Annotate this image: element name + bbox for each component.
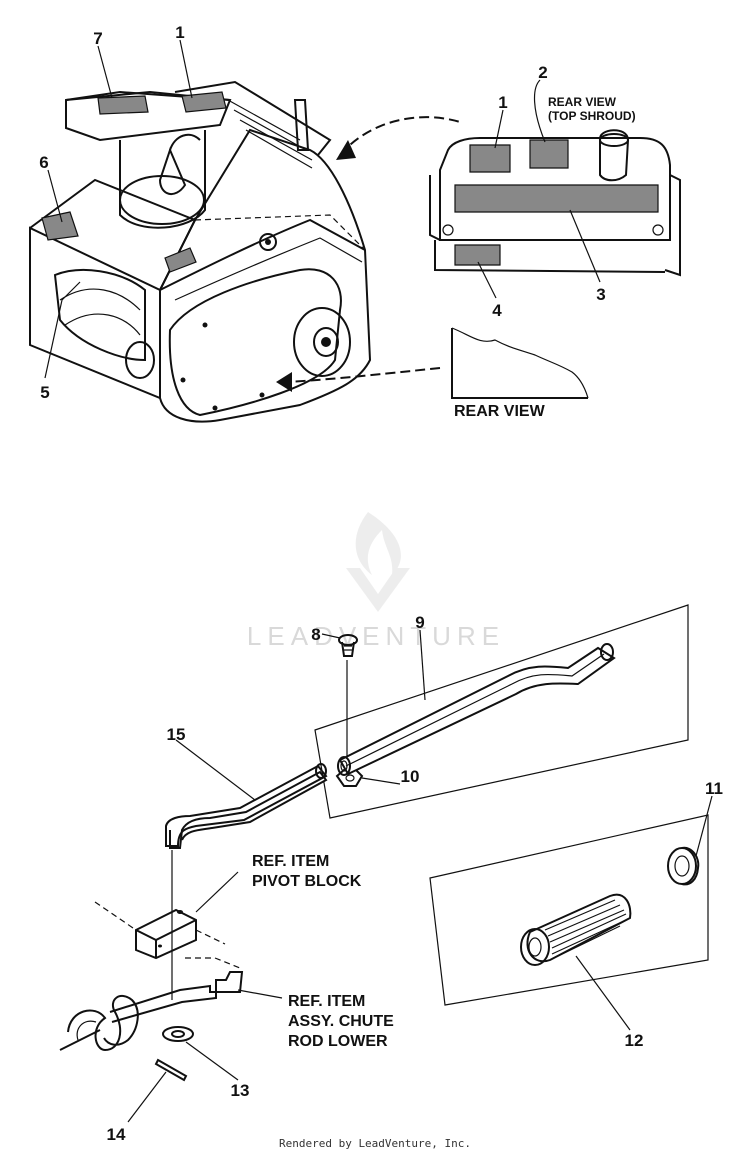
callout-11: 11 [705, 779, 723, 798]
screw-8-illustration [338, 634, 358, 762]
ref-pivot-label-line1: REF. ITEM [252, 853, 329, 870]
upper-chute-rod-9 [337, 643, 616, 776]
rod-group-box [314, 604, 689, 819]
rear-view-top-label-line2: (TOP SHROUD) [548, 109, 636, 123]
ref-chute-label-line2: ASSY. CHUTE [288, 1013, 394, 1030]
decal-4 [454, 244, 501, 266]
callout-14: 14 [107, 1125, 126, 1144]
chute-rod-lower-illustration [59, 957, 244, 1052]
callout-12: 12 [625, 1031, 644, 1050]
callout-9: 9 [415, 613, 424, 632]
rear-view-label: REAR VIEW [454, 403, 546, 420]
decal-1b [469, 144, 511, 173]
watermark-text: LEADVENTURE [247, 621, 505, 651]
grip-group-box [429, 814, 709, 1006]
pivot-block-illustration [94, 901, 226, 960]
decal-3 [454, 184, 659, 213]
callout-1-main: 1 [175, 23, 184, 42]
callout-8: 8 [311, 625, 320, 644]
callout-7: 7 [93, 29, 102, 48]
callout-2: 2 [538, 63, 547, 82]
callout-13: 13 [231, 1081, 250, 1100]
footer-credit: Rendered by LeadVenture, Inc. [279, 1137, 471, 1150]
snowthrower-illustration [29, 80, 372, 423]
callout-5: 5 [40, 383, 49, 402]
decal-2 [529, 139, 569, 169]
decal-1a [181, 91, 227, 113]
decal-5 [164, 247, 197, 273]
ref-chute-label-line3: ROD LOWER [288, 1033, 388, 1050]
ref-pivot-label-line2: PIVOT BLOCK [252, 873, 362, 890]
nut-10-illustration [335, 769, 364, 787]
pin-14-illustration [154, 1058, 188, 1082]
grip-12-illustration [520, 893, 632, 966]
lower-chute-rod-15 [165, 763, 328, 1000]
rear-view-top-shroud-illustration [429, 129, 681, 277]
decal-6 [41, 211, 79, 241]
callout-15: 15 [167, 725, 186, 744]
callout-6: 6 [39, 153, 48, 172]
rear-view-illustration [451, 327, 589, 399]
decal-7 [97, 95, 149, 115]
ref-chute-label-line1: REF. ITEM [288, 993, 365, 1010]
watermark-logo-icon [346, 512, 410, 612]
rear-view-top-label-line1: REAR VIEW [548, 95, 617, 109]
callout-3: 3 [596, 285, 605, 304]
leader-lines [44, 39, 713, 1123]
callout-10: 10 [401, 767, 420, 786]
washer-13-illustration [162, 1026, 194, 1042]
callout-1-rear: 1 [498, 93, 507, 112]
grip-cap-11-illustration [667, 846, 700, 886]
callout-4: 4 [492, 301, 502, 320]
